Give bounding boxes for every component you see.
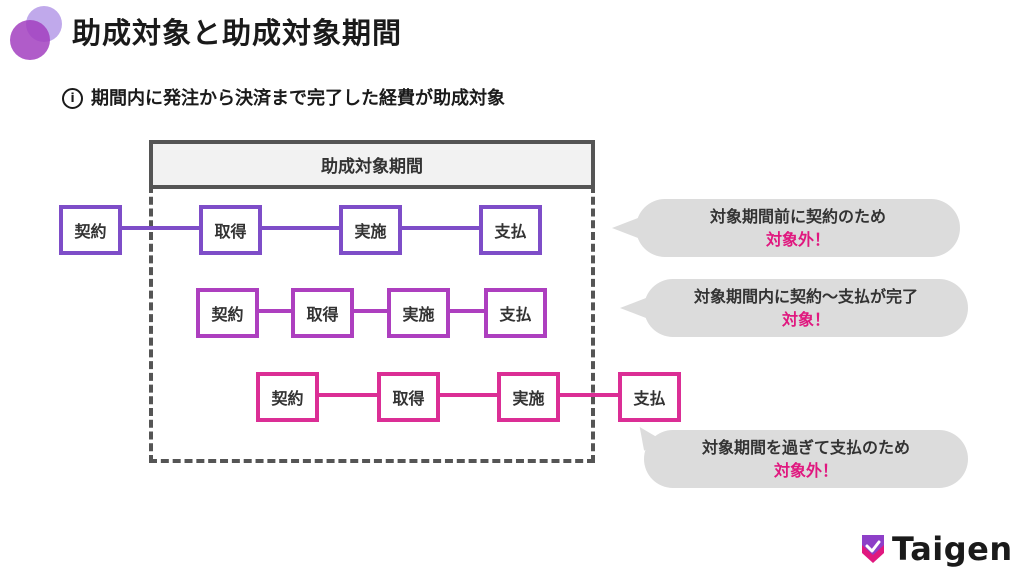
page-title: 助成対象と助成対象期間 (72, 16, 403, 50)
row3-step-acquire: 取得 (377, 372, 440, 422)
step-label: 取得 (214, 222, 247, 241)
row1-step-contract: 契約 (59, 205, 122, 255)
brand-logo: Taigen (860, 530, 1013, 568)
bubble-result: 対象外！ (773, 461, 838, 480)
step-label: 実施 (512, 389, 545, 408)
row2-step-acquire: 取得 (291, 288, 354, 338)
bubble1-tail (612, 218, 638, 238)
row1-step-pay: 支払 (479, 205, 542, 255)
step-label: 契約 (74, 222, 107, 241)
bubble2-tail (620, 298, 646, 318)
brand-name: Taigen (892, 530, 1013, 568)
period-header: 助成対象期間 (149, 140, 595, 189)
bubble-line1: 対象期間を過ぎて支払のため (701, 438, 910, 457)
bubble-row1: 対象期間前に契約のため 対象外！ (636, 199, 960, 257)
row3-step-pay: 支払 (618, 372, 681, 422)
logo-circles-icon (10, 6, 62, 60)
bubble-result: 対象外！ (765, 230, 830, 249)
row2-step-contract: 契約 (196, 288, 259, 338)
row3-connector (315, 393, 625, 397)
row2-step-execute: 実施 (387, 288, 450, 338)
step-label: 支払 (633, 389, 666, 408)
period-dashed-box (149, 185, 595, 463)
row2-step-pay: 支払 (484, 288, 547, 338)
row3-step-contract: 契約 (256, 372, 319, 422)
step-label: 契約 (211, 305, 244, 324)
bubble-line1: 対象期間内に契約〜支払が完了 (693, 287, 918, 306)
step-label: 実施 (402, 305, 435, 324)
bubble-row2: 対象期間内に契約〜支払が完了 対象！ (644, 279, 968, 337)
note-text-row: i 期間内に発注から決済まで完了した経費が助成対象 (62, 84, 505, 110)
period-label: 助成対象期間 (321, 157, 423, 177)
bubble-result: 対象！ (781, 310, 830, 329)
step-label: 取得 (306, 305, 339, 324)
step-label: 支払 (494, 222, 527, 241)
note-text: 期間内に発注から決済まで完了した経費が助成対象 (91, 88, 505, 109)
row3-step-execute: 実施 (497, 372, 560, 422)
bubble-line1: 対象期間前に契約のため (709, 207, 886, 226)
row2-connector (255, 309, 490, 313)
row1-connector (120, 226, 480, 230)
shield-check-icon (862, 535, 884, 563)
row1-step-execute: 実施 (339, 205, 402, 255)
step-label: 契約 (271, 389, 304, 408)
step-label: 支払 (499, 305, 532, 324)
info-circle-icon: i (62, 88, 83, 109)
bubble-row3: 対象期間を過ぎて支払のため 対象外！ (644, 430, 968, 488)
step-label: 取得 (392, 389, 425, 408)
row1-step-acquire: 取得 (199, 205, 262, 255)
step-label: 実施 (354, 222, 387, 241)
